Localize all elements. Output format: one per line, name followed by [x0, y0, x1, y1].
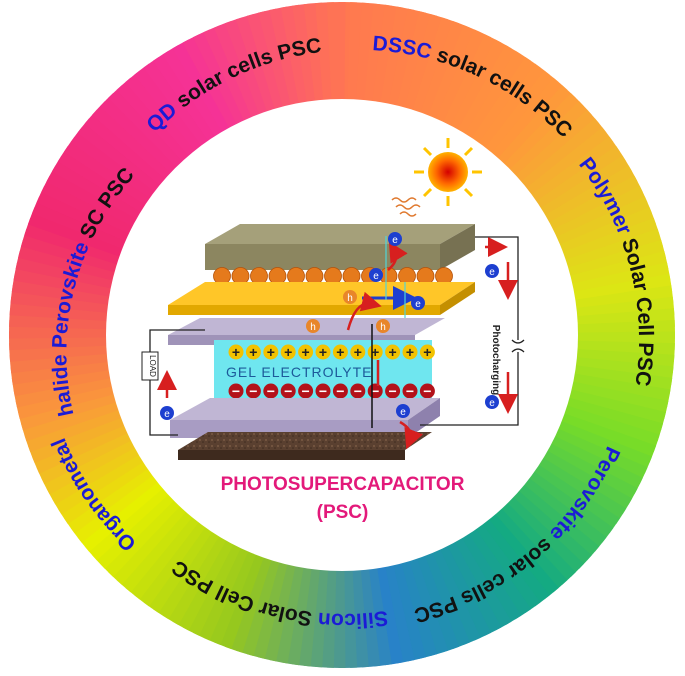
svg-text:e: e: [489, 267, 495, 278]
negative-charge: [350, 383, 366, 399]
hole-icon: [343, 290, 357, 304]
svg-text:−: −: [249, 383, 257, 399]
svg-text:+: +: [319, 344, 327, 360]
positive-charge: [402, 344, 418, 360]
svg-text:−: −: [371, 383, 379, 399]
absorber-bead: [324, 267, 342, 285]
electron-icon: [388, 232, 402, 246]
negative-charge: [419, 383, 435, 399]
absorber-bead: [398, 267, 416, 285]
svg-text:−: −: [423, 383, 431, 399]
svg-text:−: −: [336, 383, 344, 399]
svg-text:−: −: [354, 383, 362, 399]
svg-text:+: +: [389, 344, 397, 360]
svg-text:+: +: [267, 344, 275, 360]
photoactive-layer: [168, 282, 475, 305]
positive-charge: [350, 344, 366, 360]
svg-text:h: h: [380, 322, 386, 333]
electrolyte-label: GEL ELECTROLYTE: [226, 364, 372, 380]
sun-icon: [414, 138, 482, 206]
positive-charge: [332, 344, 348, 360]
positive-charge: [385, 344, 401, 360]
positive-charges: + + + + + + + + + + + +: [228, 344, 435, 360]
svg-text:e: e: [373, 271, 379, 282]
electron-icon: [369, 268, 383, 282]
absorber-bead: [305, 267, 324, 285]
positive-charge: [419, 344, 435, 360]
substrate: [178, 432, 432, 450]
svg-text:h: h: [310, 322, 316, 333]
positive-charge: [245, 344, 261, 360]
positive-charge: [315, 344, 331, 360]
negative-charge: [298, 383, 314, 399]
negative-charge: [245, 383, 261, 399]
diagram-title: PHOTOSUPERCAPACITOR: [220, 474, 465, 495]
svg-text:−: −: [267, 383, 275, 399]
positive-charge: [280, 344, 296, 360]
svg-text:e: e: [400, 407, 406, 418]
absorber-bead: [435, 267, 453, 285]
svg-text:−: −: [232, 383, 240, 399]
absorber-bead: [416, 267, 435, 285]
diagram-subtitle: (PSC): [316, 502, 369, 523]
negative-charge: [280, 383, 296, 399]
absorber-bead: [268, 267, 287, 285]
hole-icon: [376, 319, 390, 333]
svg-text:+: +: [249, 344, 257, 360]
svg-text:−: −: [302, 383, 310, 399]
negative-charge: [332, 383, 348, 399]
negative-charge: [228, 383, 244, 399]
absorber-bead: [213, 267, 231, 285]
svg-text:e: e: [489, 398, 495, 409]
photocharging-label: Photocharging: [490, 325, 501, 396]
negative-charge: [263, 383, 279, 399]
svg-text:e: e: [164, 409, 170, 420]
svg-text:+: +: [406, 344, 414, 360]
electron-icon: [396, 404, 410, 418]
positive-charge: [263, 344, 279, 360]
svg-text:+: +: [232, 344, 240, 360]
positive-charge: [298, 344, 314, 360]
svg-text:−: −: [319, 383, 327, 399]
top-electrode: [205, 224, 475, 244]
absorber-bead: [342, 267, 361, 285]
svg-text:h: h: [347, 293, 353, 304]
svg-text:+: +: [284, 344, 292, 360]
absorber-bead: [287, 267, 305, 285]
electron-icon: [411, 296, 425, 310]
svg-text:−: −: [389, 383, 397, 399]
electron-icon: [160, 406, 174, 420]
svg-text:e: e: [392, 235, 398, 246]
negative-charge: [385, 383, 401, 399]
light-wave-icon: [391, 197, 421, 217]
positive-charge: [228, 344, 244, 360]
svg-text:+: +: [354, 344, 362, 360]
psc-device: ++++++++++++ −−−−−−−−−−−− GEL ELECTROLYT…: [141, 224, 525, 460]
charge-carriers: e e e e e e e h h h: [160, 232, 499, 420]
negative-charges: −−−−−−−−−−−−: [228, 383, 435, 399]
negative-charge: [402, 383, 418, 399]
svg-text:−: −: [284, 383, 292, 399]
load-circuit: LOAD: [141, 329, 205, 436]
svg-text:+: +: [336, 344, 344, 360]
electron-icon: [485, 395, 499, 409]
hole-icon: [306, 319, 320, 333]
svg-text:+: +: [371, 344, 379, 360]
electron-icon: [485, 264, 499, 278]
svg-text:+: +: [302, 344, 310, 360]
svg-text:+: +: [423, 344, 431, 360]
negative-charge: [315, 383, 331, 399]
load-label: LOAD: [148, 355, 157, 377]
svg-text:−: −: [406, 383, 414, 399]
absorber-bead: [231, 267, 250, 285]
absorber-bead: [250, 267, 268, 285]
photocharging-circuit: Photocharging: [420, 236, 525, 426]
svg-text:e: e: [415, 299, 421, 310]
